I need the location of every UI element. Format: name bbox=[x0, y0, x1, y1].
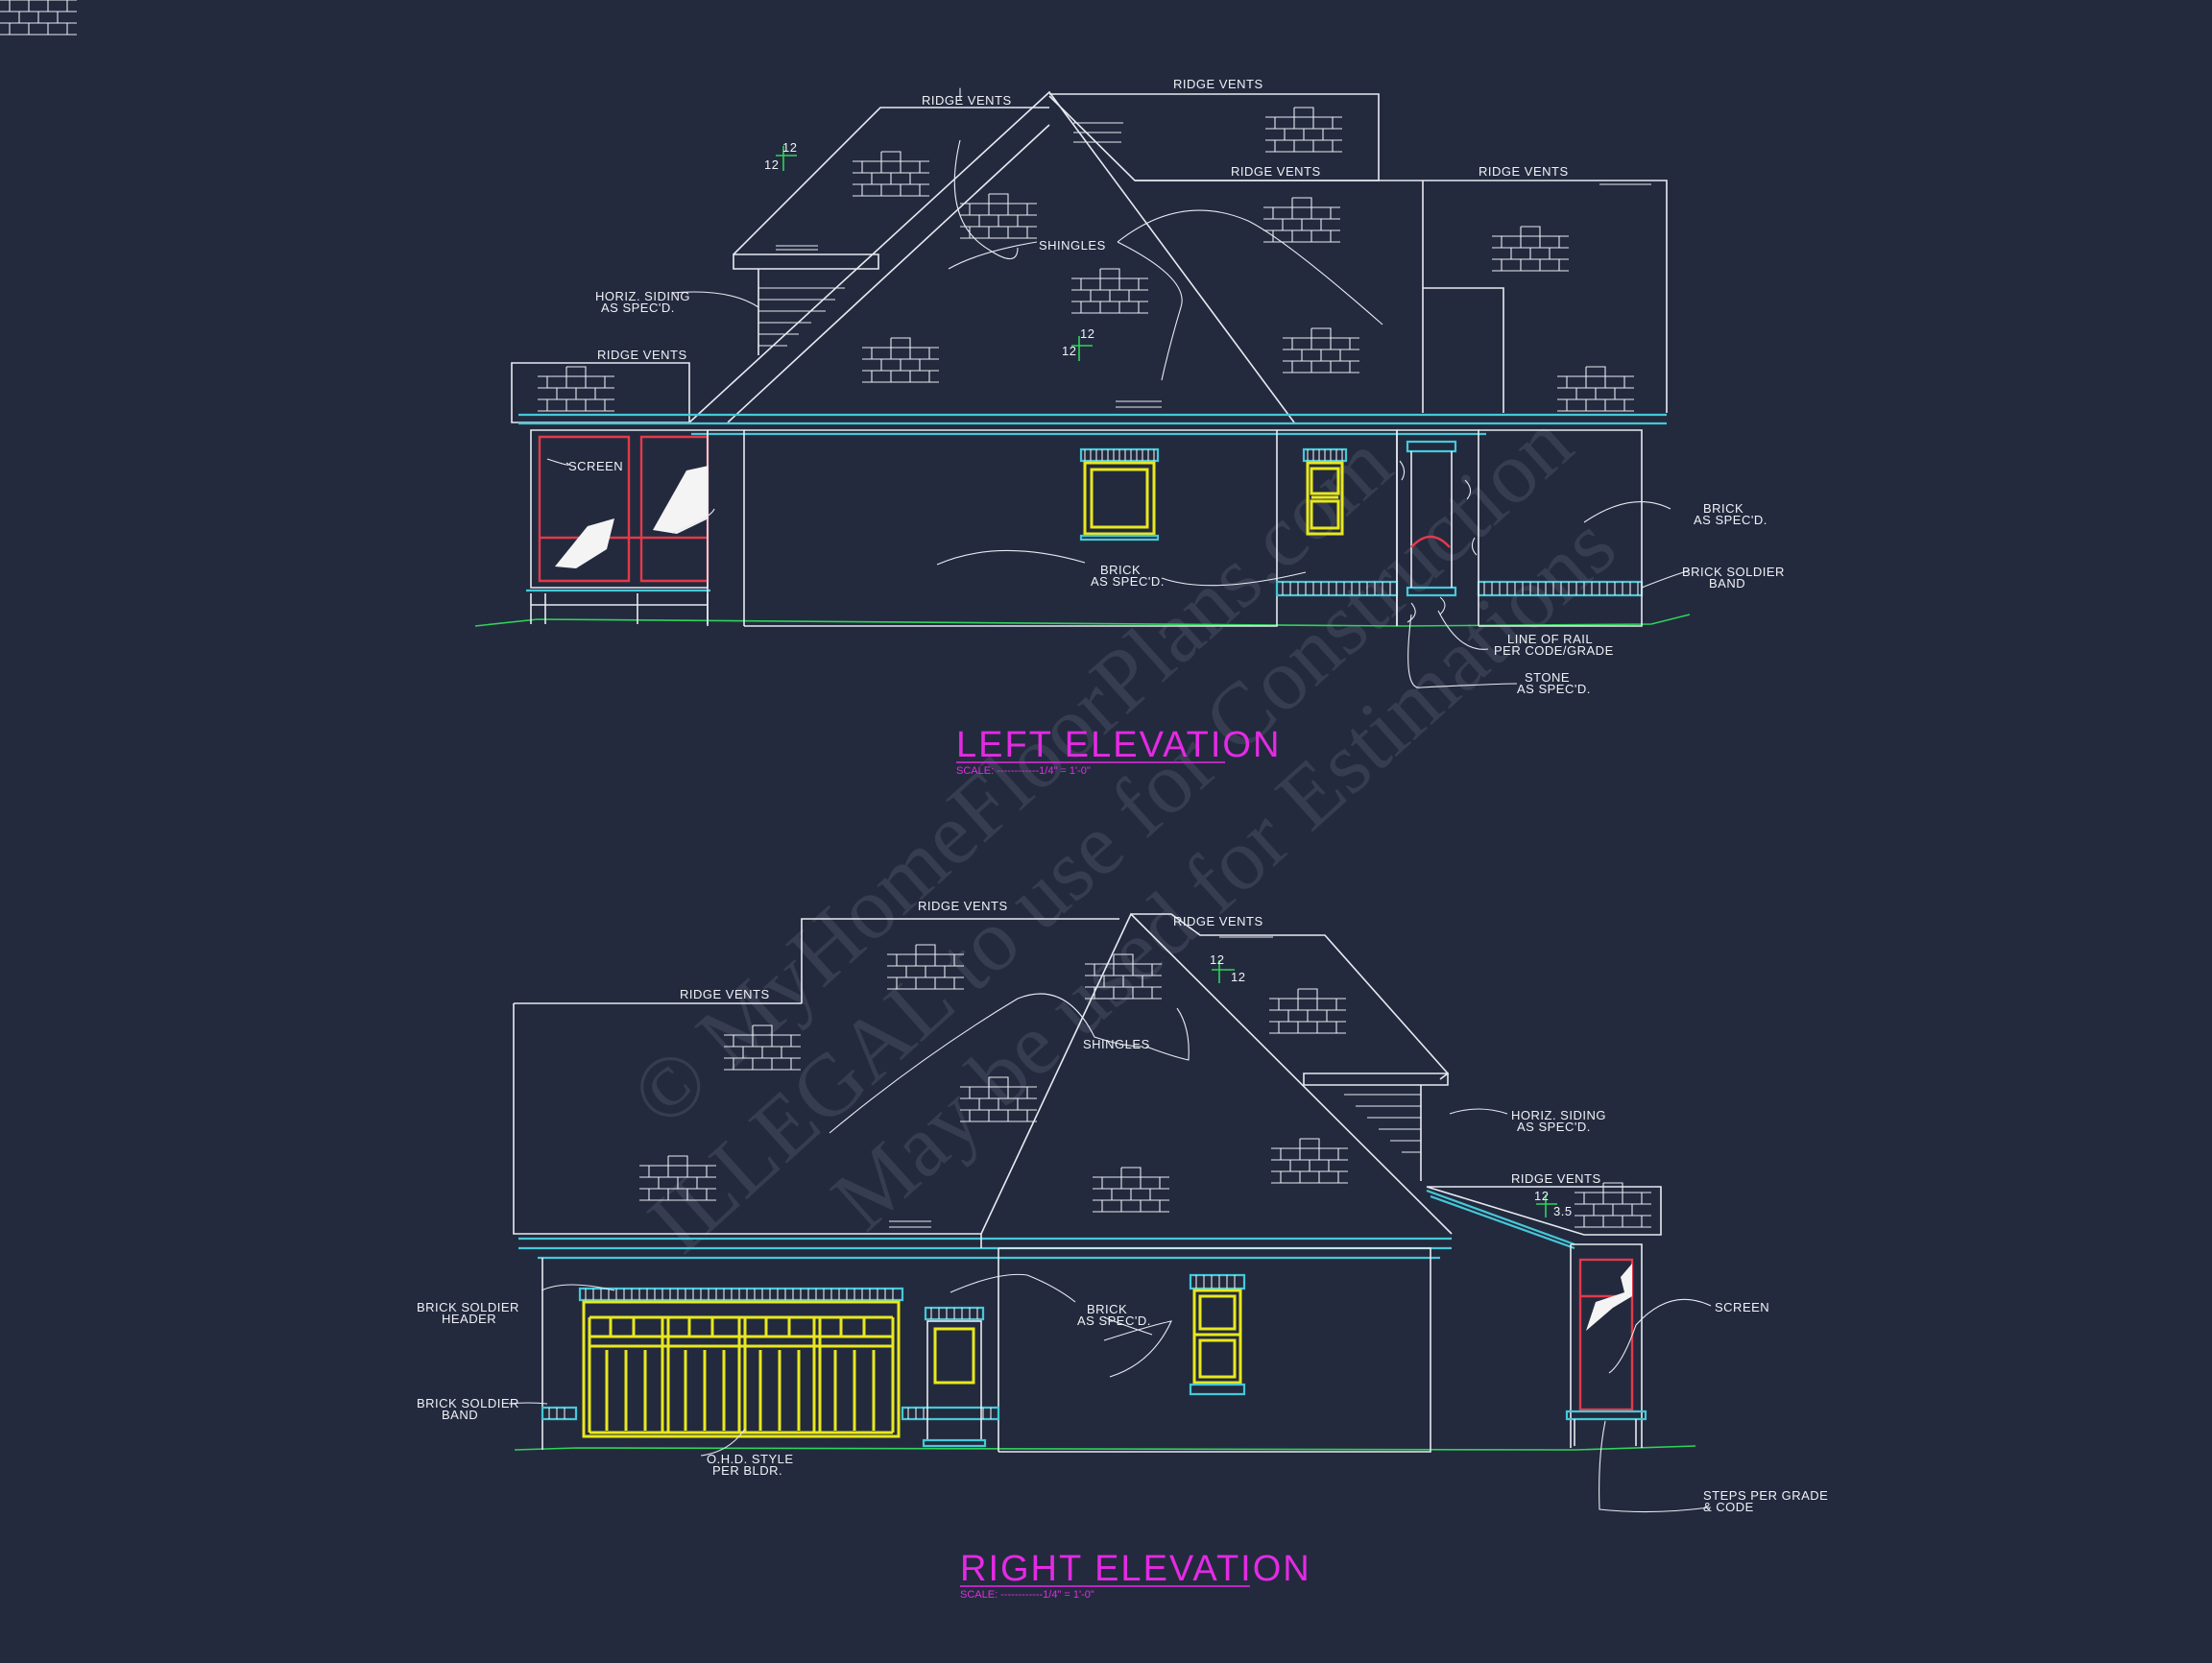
pitch-symbol-left-1: 12 12 bbox=[764, 140, 797, 172]
label-ridge-vents-2: RIDGE VENTS bbox=[1173, 77, 1263, 91]
right-brick-wall bbox=[1479, 429, 1643, 627]
screen-glare-1 bbox=[555, 518, 614, 568]
pitch-run-r: 12 bbox=[1231, 970, 1245, 984]
window-left-elevation-2 bbox=[1302, 447, 1348, 536]
label-shingles-r: SHINGLES bbox=[1083, 1037, 1150, 1051]
right-elevation-scale: SCALE: ------------1/4" = 1'-0" bbox=[960, 1589, 1094, 1601]
label-soldier-band-r2: BAND bbox=[442, 1408, 478, 1422]
shingle-tiles-left bbox=[0, 0, 1635, 412]
left-roof-box bbox=[513, 1002, 981, 1235]
label-screen: SCREEN bbox=[568, 459, 623, 473]
label-steps-1: STEPS PER GRADE bbox=[1703, 1488, 1828, 1503]
pitch-rise-porch: 12 bbox=[1534, 1189, 1549, 1203]
wall-pier bbox=[707, 429, 745, 626]
label-horiz-siding-1: HORIZ. SIDING bbox=[595, 289, 690, 303]
window-left-elevation-1 bbox=[1079, 447, 1160, 542]
label-soldier-band-r1: BRICK SOLDIER bbox=[417, 1396, 519, 1410]
pitch-rise-2: 12 bbox=[1080, 326, 1094, 341]
left-low-roof bbox=[511, 362, 690, 423]
main-brick-wall bbox=[744, 429, 1278, 627]
label-ridge-vents-1: RIDGE VENTS bbox=[922, 93, 1012, 108]
pitch-run-porch: 3.5 bbox=[1553, 1204, 1573, 1218]
leader-lines-left bbox=[546, 87, 1691, 688]
pitch-rise: 12 bbox=[782, 140, 797, 155]
label-ridge-vents-4: RIDGE VENTS bbox=[1479, 164, 1569, 179]
screened-porch-right bbox=[1565, 1243, 1647, 1448]
label-brick-right-2: AS SPEC'D. bbox=[1694, 513, 1767, 527]
pitch-symbol-left-2: 12 12 bbox=[1062, 326, 1094, 361]
horizontal-siding bbox=[758, 287, 845, 347]
right-roof-box bbox=[1423, 180, 1668, 413]
label-steps-2: & CODE bbox=[1703, 1500, 1754, 1514]
label-ridge-vents-3: RIDGE VENTS bbox=[1231, 164, 1321, 179]
label-shingles: SHINGLES bbox=[1039, 238, 1106, 253]
label-brick-r2: AS SPEC'D. bbox=[1077, 1314, 1151, 1328]
grade-line-right bbox=[514, 1445, 1696, 1451]
pitch-symbol-right-2: 12 3.5 bbox=[1534, 1189, 1573, 1218]
porch-roof-fascia bbox=[1426, 1189, 1575, 1250]
screen-glare-2 bbox=[653, 466, 709, 534]
label-rv-r2: RIDGE VENTS bbox=[1173, 914, 1263, 928]
label-brick-right-1: BRICK bbox=[1703, 501, 1743, 516]
brick-soldier-band-right bbox=[541, 1406, 1000, 1421]
pitch-run: 12 bbox=[764, 157, 779, 172]
label-soldier-band-2: BAND bbox=[1709, 576, 1745, 590]
label-brick-1: BRICK bbox=[1100, 563, 1141, 577]
right-roof-step bbox=[1423, 287, 1504, 413]
label-siding-r2: AS SPEC'D. bbox=[1517, 1120, 1591, 1134]
label-rail-1: LINE OF RAIL bbox=[1507, 632, 1593, 646]
upper-right-roof bbox=[1048, 93, 1380, 181]
right-elevation-drawing: 12 12 12 3.5 RIDGE VENTS RIDGE VENTS RID… bbox=[417, 899, 1828, 1601]
label-rail-2: PER CODE/GRADE bbox=[1494, 643, 1614, 658]
label-brick-r1: BRICK bbox=[1087, 1302, 1127, 1316]
left-elevation-drawing: 12 12 12 12 RIDGE VENTS RIDGE VE bbox=[0, 0, 1785, 777]
pitch-symbol-right-1: 12 12 bbox=[1210, 952, 1245, 984]
label-horiz-siding-2: AS SPEC'D. bbox=[601, 301, 675, 315]
label-ohd-2: PER BLDR. bbox=[712, 1463, 782, 1478]
left-elevation-scale: SCALE: ------------1/4" = 1'-0" bbox=[956, 765, 1091, 777]
label-soldier-header-2: HEADER bbox=[442, 1312, 496, 1326]
porch-posts bbox=[530, 593, 709, 624]
siding-fascia bbox=[1303, 1073, 1449, 1086]
porch-roof-right bbox=[1426, 1186, 1662, 1236]
left-elevation-title: LEFT ELEVATION bbox=[956, 725, 1281, 765]
stone-texture bbox=[1399, 460, 1478, 623]
dormer-fascia bbox=[733, 253, 879, 270]
entry-door bbox=[922, 1306, 987, 1448]
label-siding-r1: HORIZ. SIDING bbox=[1511, 1108, 1606, 1122]
window-right-elevation bbox=[1189, 1273, 1246, 1396]
grade-line bbox=[474, 614, 1691, 627]
roof-vents-left bbox=[776, 122, 1651, 408]
left-hip-roof bbox=[733, 107, 1049, 255]
label-ohd-1: O.H.D. STYLE bbox=[707, 1452, 794, 1466]
label-stone-2: AS SPEC'D. bbox=[1517, 682, 1591, 696]
garage-door bbox=[578, 1287, 904, 1438]
label-screen-r: SCREEN bbox=[1715, 1300, 1769, 1314]
right-hip-roof bbox=[1131, 913, 1450, 1080]
pitch-run-2: 12 bbox=[1062, 344, 1076, 358]
upper-roof-box bbox=[801, 918, 1119, 1003]
watermark-line-2: ILLEGAL to use for Construction bbox=[630, 393, 1590, 1271]
right-elevation-title: RIGHT ELEVATION bbox=[960, 1549, 1311, 1589]
label-brick-2: AS SPEC'D. bbox=[1091, 574, 1165, 589]
label-rv-r3: RIDGE VENTS bbox=[680, 987, 770, 1001]
label-soldier-band-1: BRICK SOLDIER bbox=[1682, 565, 1785, 579]
column-cap-base bbox=[1406, 440, 1457, 597]
label-rv-r4: RIDGE VENTS bbox=[1511, 1171, 1601, 1186]
rail-arc bbox=[1410, 535, 1451, 548]
main-gable-roof bbox=[688, 90, 1295, 423]
roof-vents-right bbox=[889, 936, 1273, 1228]
leader-lines-right bbox=[508, 993, 1712, 1513]
stone-column bbox=[1410, 451, 1453, 588]
horizontal-siding-right bbox=[1344, 1094, 1421, 1153]
label-rv-r1: RIDGE VENTS bbox=[918, 899, 1008, 913]
gable-inner-line bbox=[727, 124, 1050, 423]
label-soldier-header-1: BRICK SOLDIER bbox=[417, 1300, 519, 1314]
pitch-rise-r: 12 bbox=[1210, 952, 1224, 967]
label-ridge-vents-5: RIDGE VENTS bbox=[597, 348, 687, 362]
label-stone-1: STONE bbox=[1525, 670, 1570, 685]
